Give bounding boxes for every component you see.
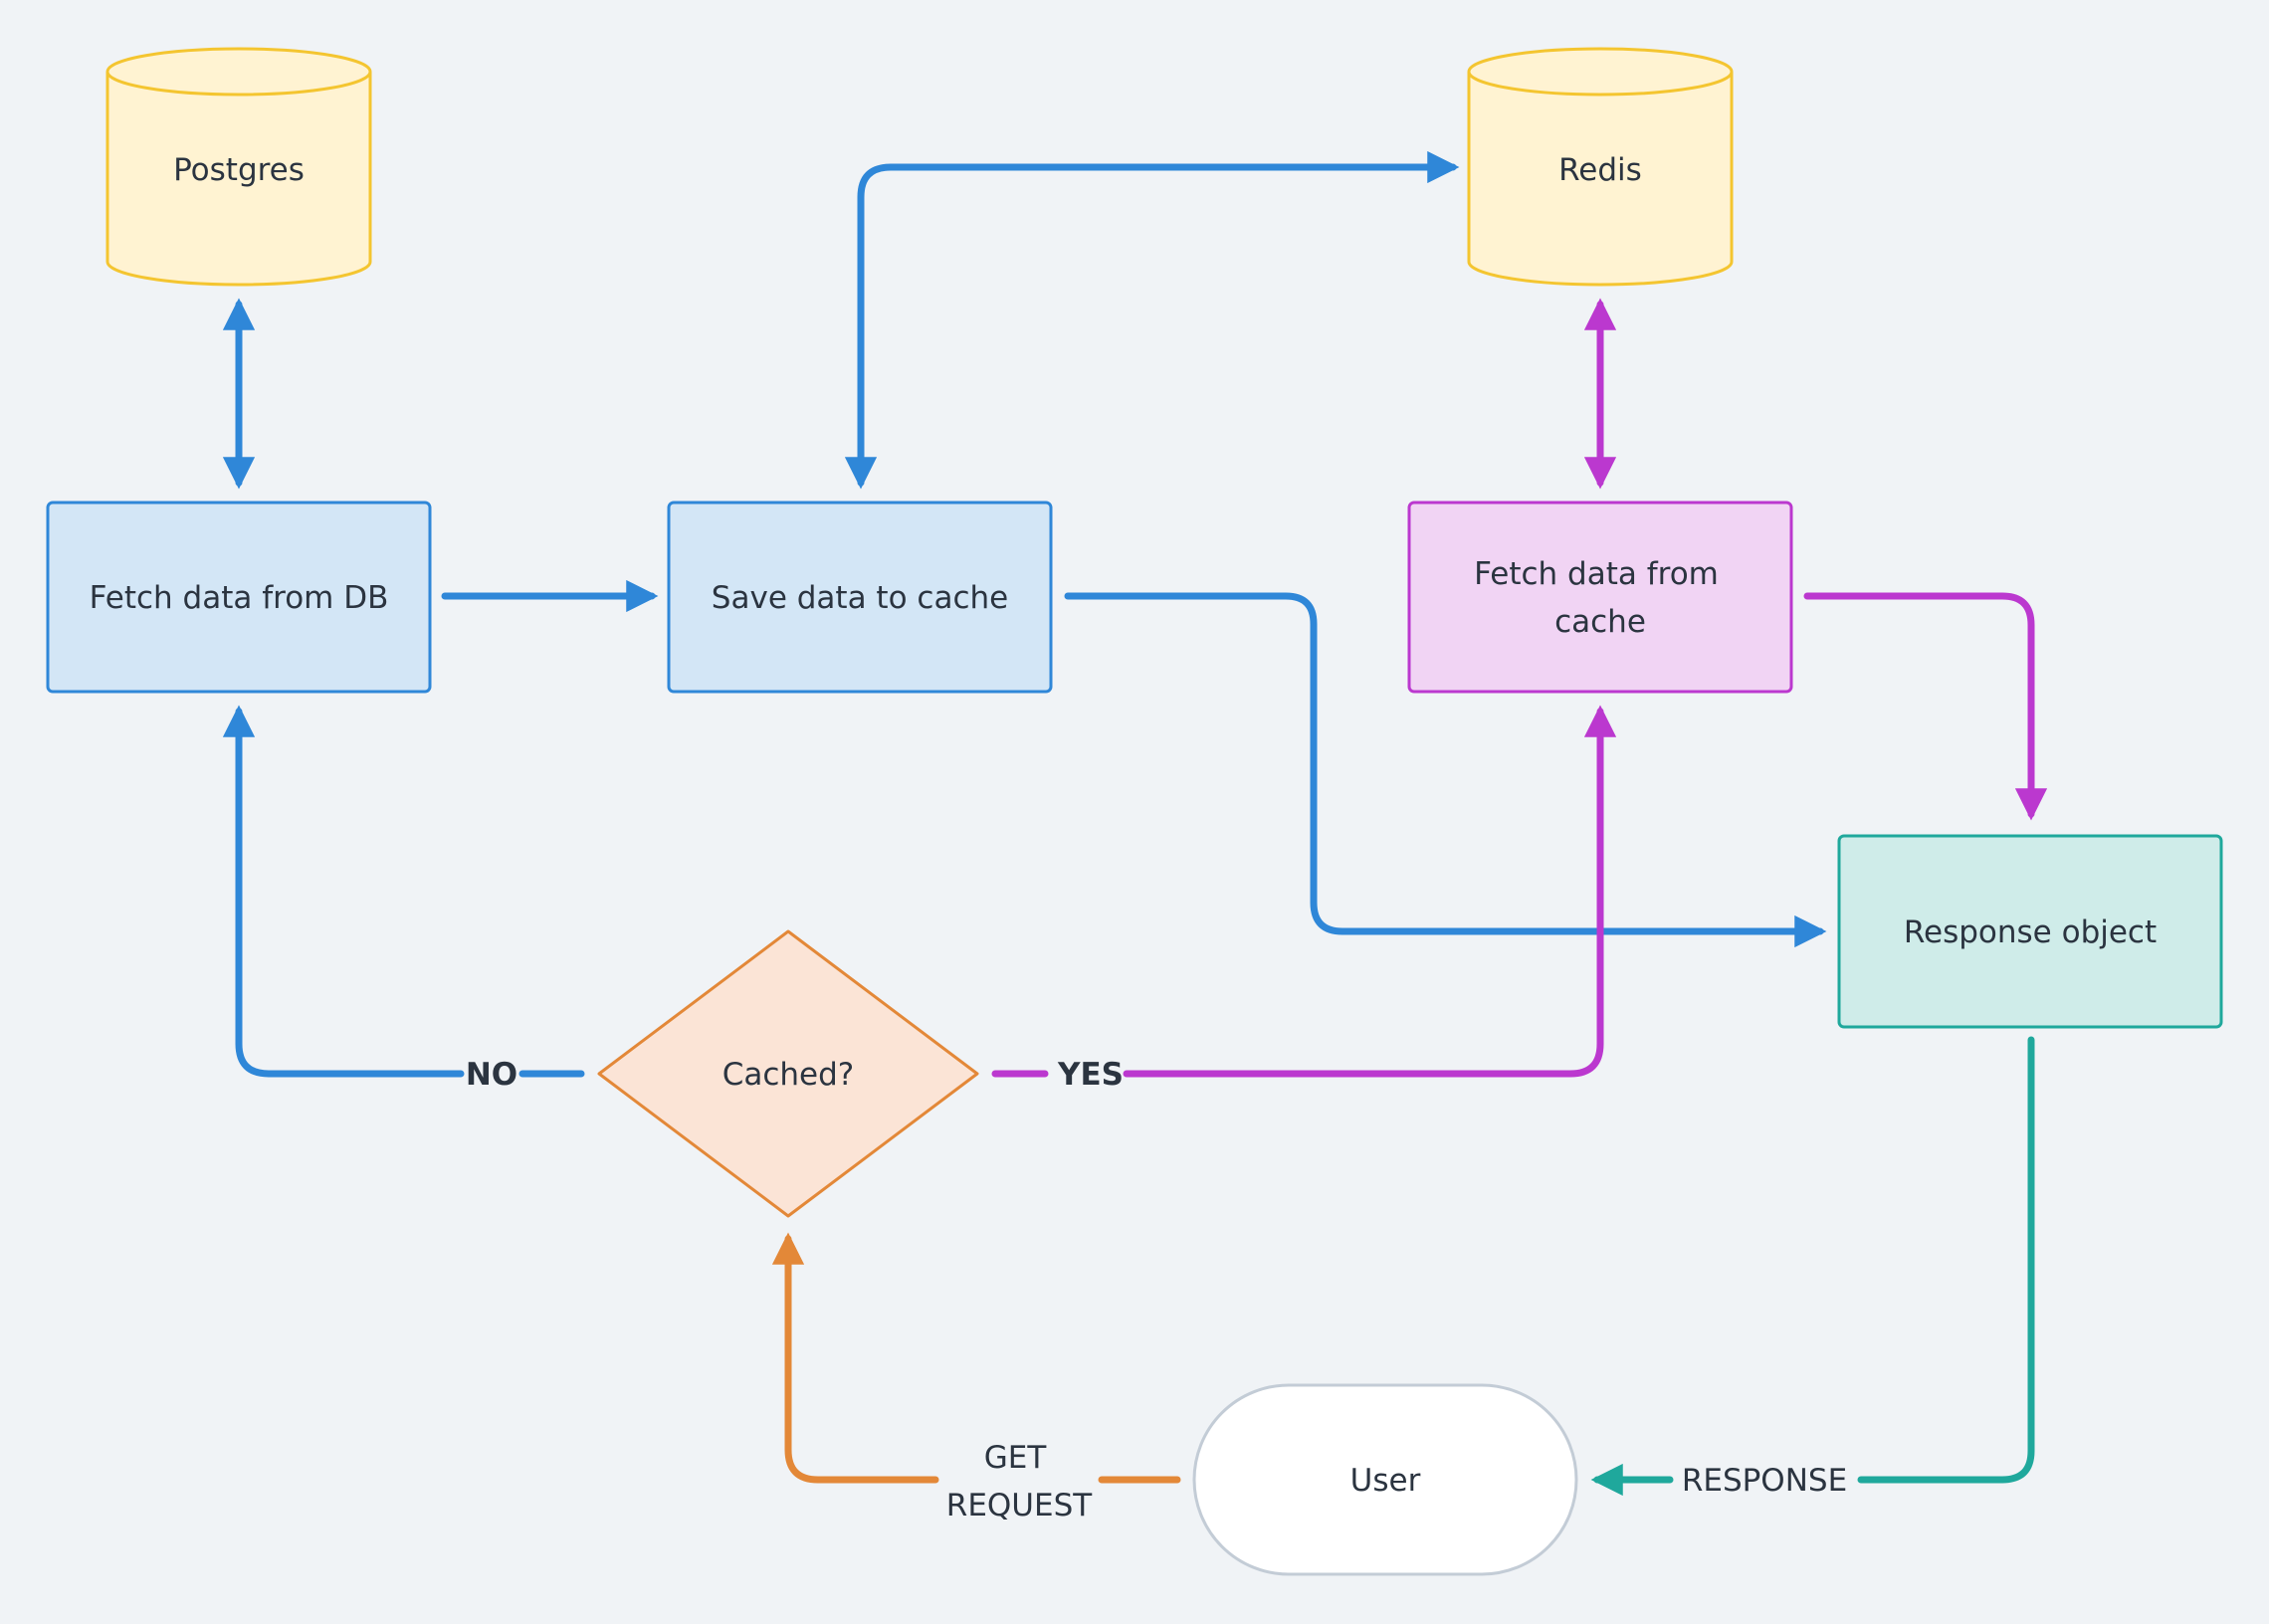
- edge-cached-yes-to-fetch-cache: [1123, 705, 1617, 1078]
- fetch-cache-box: [1407, 501, 1793, 694]
- edge-fetch-cache-to-response: [1803, 592, 2048, 821]
- edge-save-cache-redis: [844, 150, 1460, 490]
- postgres-cylinder-top: [105, 47, 372, 97]
- redis-label: Redis: [1558, 152, 1642, 188]
- redis-cylinder-body: [1467, 72, 1734, 287]
- cached-decision-node: Cached?: [597, 929, 979, 1218]
- edge-label-get: GET: [984, 1440, 1048, 1476]
- fetch-cache-label-line2: cache: [1554, 604, 1646, 640]
- edge-response-to-label: [1857, 1036, 2035, 1484]
- cached-label: Cached?: [722, 1057, 855, 1093]
- postgres-database-node: Postgres: [105, 47, 372, 287]
- edge-label-yes: YES: [1057, 1057, 1124, 1093]
- edge-save-cache-to-response: [1064, 592, 1827, 948]
- response-object-label: Response object: [1904, 914, 2157, 950]
- postgres-label: Postgres: [173, 152, 305, 188]
- user-node: User: [1192, 1383, 1578, 1576]
- user-label: User: [1350, 1463, 1421, 1499]
- fetch-cache-node: Fetch data from cache: [1407, 501, 1793, 694]
- cached-diamond: [597, 929, 979, 1218]
- postgres-cylinder-body: [105, 72, 372, 287]
- response-object-box: [1837, 834, 2223, 1029]
- fetch-db-label: Fetch data from DB: [90, 580, 389, 616]
- save-cache-label: Save data to cache: [712, 580, 1008, 616]
- fetch-db-node: Fetch data from DB: [46, 501, 432, 694]
- fetch-db-box: [46, 501, 432, 694]
- edge-label-request: REQUEST: [946, 1488, 1093, 1523]
- edge-label-response: RESPONSE: [1682, 1463, 1847, 1499]
- save-cache-box: [667, 501, 1053, 694]
- edge-cached-no-to-fetch-db: [222, 705, 465, 1078]
- edge-get-label-to-cached: [771, 1232, 939, 1484]
- fetch-cache-label-line1: Fetch data from: [1474, 556, 1719, 592]
- response-object-node: Response object: [1837, 834, 2223, 1029]
- redis-database-node: Redis: [1467, 47, 1734, 287]
- user-pill: [1192, 1383, 1578, 1576]
- edge-label-no: NO: [466, 1057, 517, 1093]
- redis-cylinder-top: [1467, 47, 1734, 97]
- save-cache-node: Save data to cache: [667, 501, 1053, 694]
